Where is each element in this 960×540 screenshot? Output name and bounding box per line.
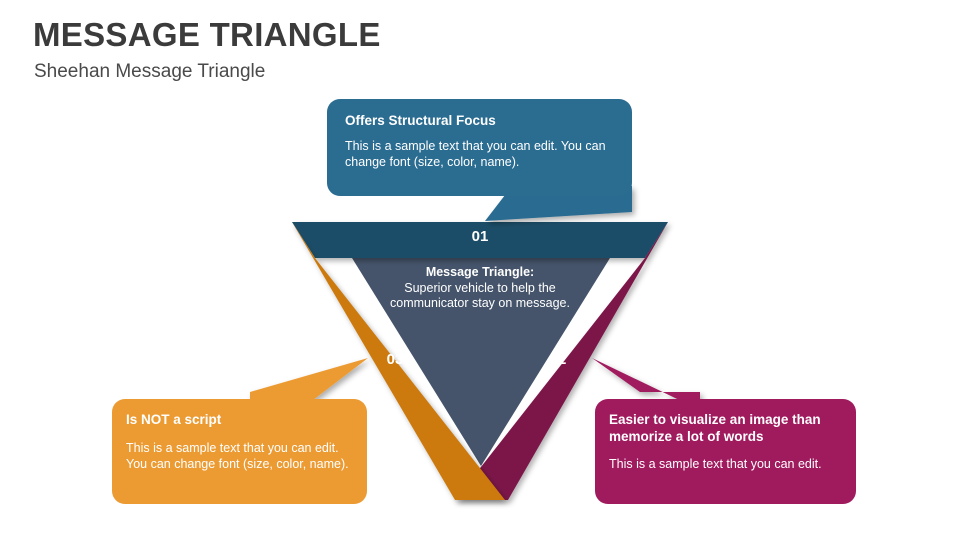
triangle-label-03: 03 bbox=[386, 351, 404, 368]
callout-tail-orange bbox=[250, 358, 368, 410]
callout-easier-to-visualize[interactable]: Easier to visualize an image than memori… bbox=[595, 399, 856, 504]
page-title: MESSAGE TRIANGLE bbox=[33, 16, 381, 53]
callout-tail-magenta bbox=[592, 358, 700, 410]
callout-blue-body: This is a sample text that you can edit.… bbox=[345, 139, 606, 169]
callout-magenta-body: This is a sample text that you can edit. bbox=[609, 457, 822, 471]
callout-is-not-a-script[interactable]: Is NOT a script This is a sample text th… bbox=[112, 399, 367, 504]
callout-magenta-title: Easier to visualize an image than memori… bbox=[609, 412, 821, 444]
triangle-label-01: 01 bbox=[471, 228, 489, 245]
triangle-band-01 bbox=[292, 222, 668, 258]
page-subtitle: Sheehan Message Triangle bbox=[34, 61, 266, 82]
triangle-core bbox=[352, 258, 610, 466]
callout-offers-structural-focus[interactable]: Offers Structural Focus This is a sample… bbox=[327, 99, 632, 196]
callout-orange-body: This is a sample text that you can edit.… bbox=[126, 441, 349, 471]
triangle-core-text: Message Triangle: Superior vehicle to he… bbox=[390, 265, 570, 312]
triangle-label-02: 02 bbox=[549, 351, 567, 368]
callout-blue-title: Offers Structural Focus bbox=[345, 113, 496, 128]
triangle-core-heading: Message Triangle: bbox=[425, 265, 535, 279]
triangle-core-body: Superior vehicle to help the communicato… bbox=[390, 280, 570, 311]
callout-orange-title: Is NOT a script bbox=[126, 412, 222, 427]
